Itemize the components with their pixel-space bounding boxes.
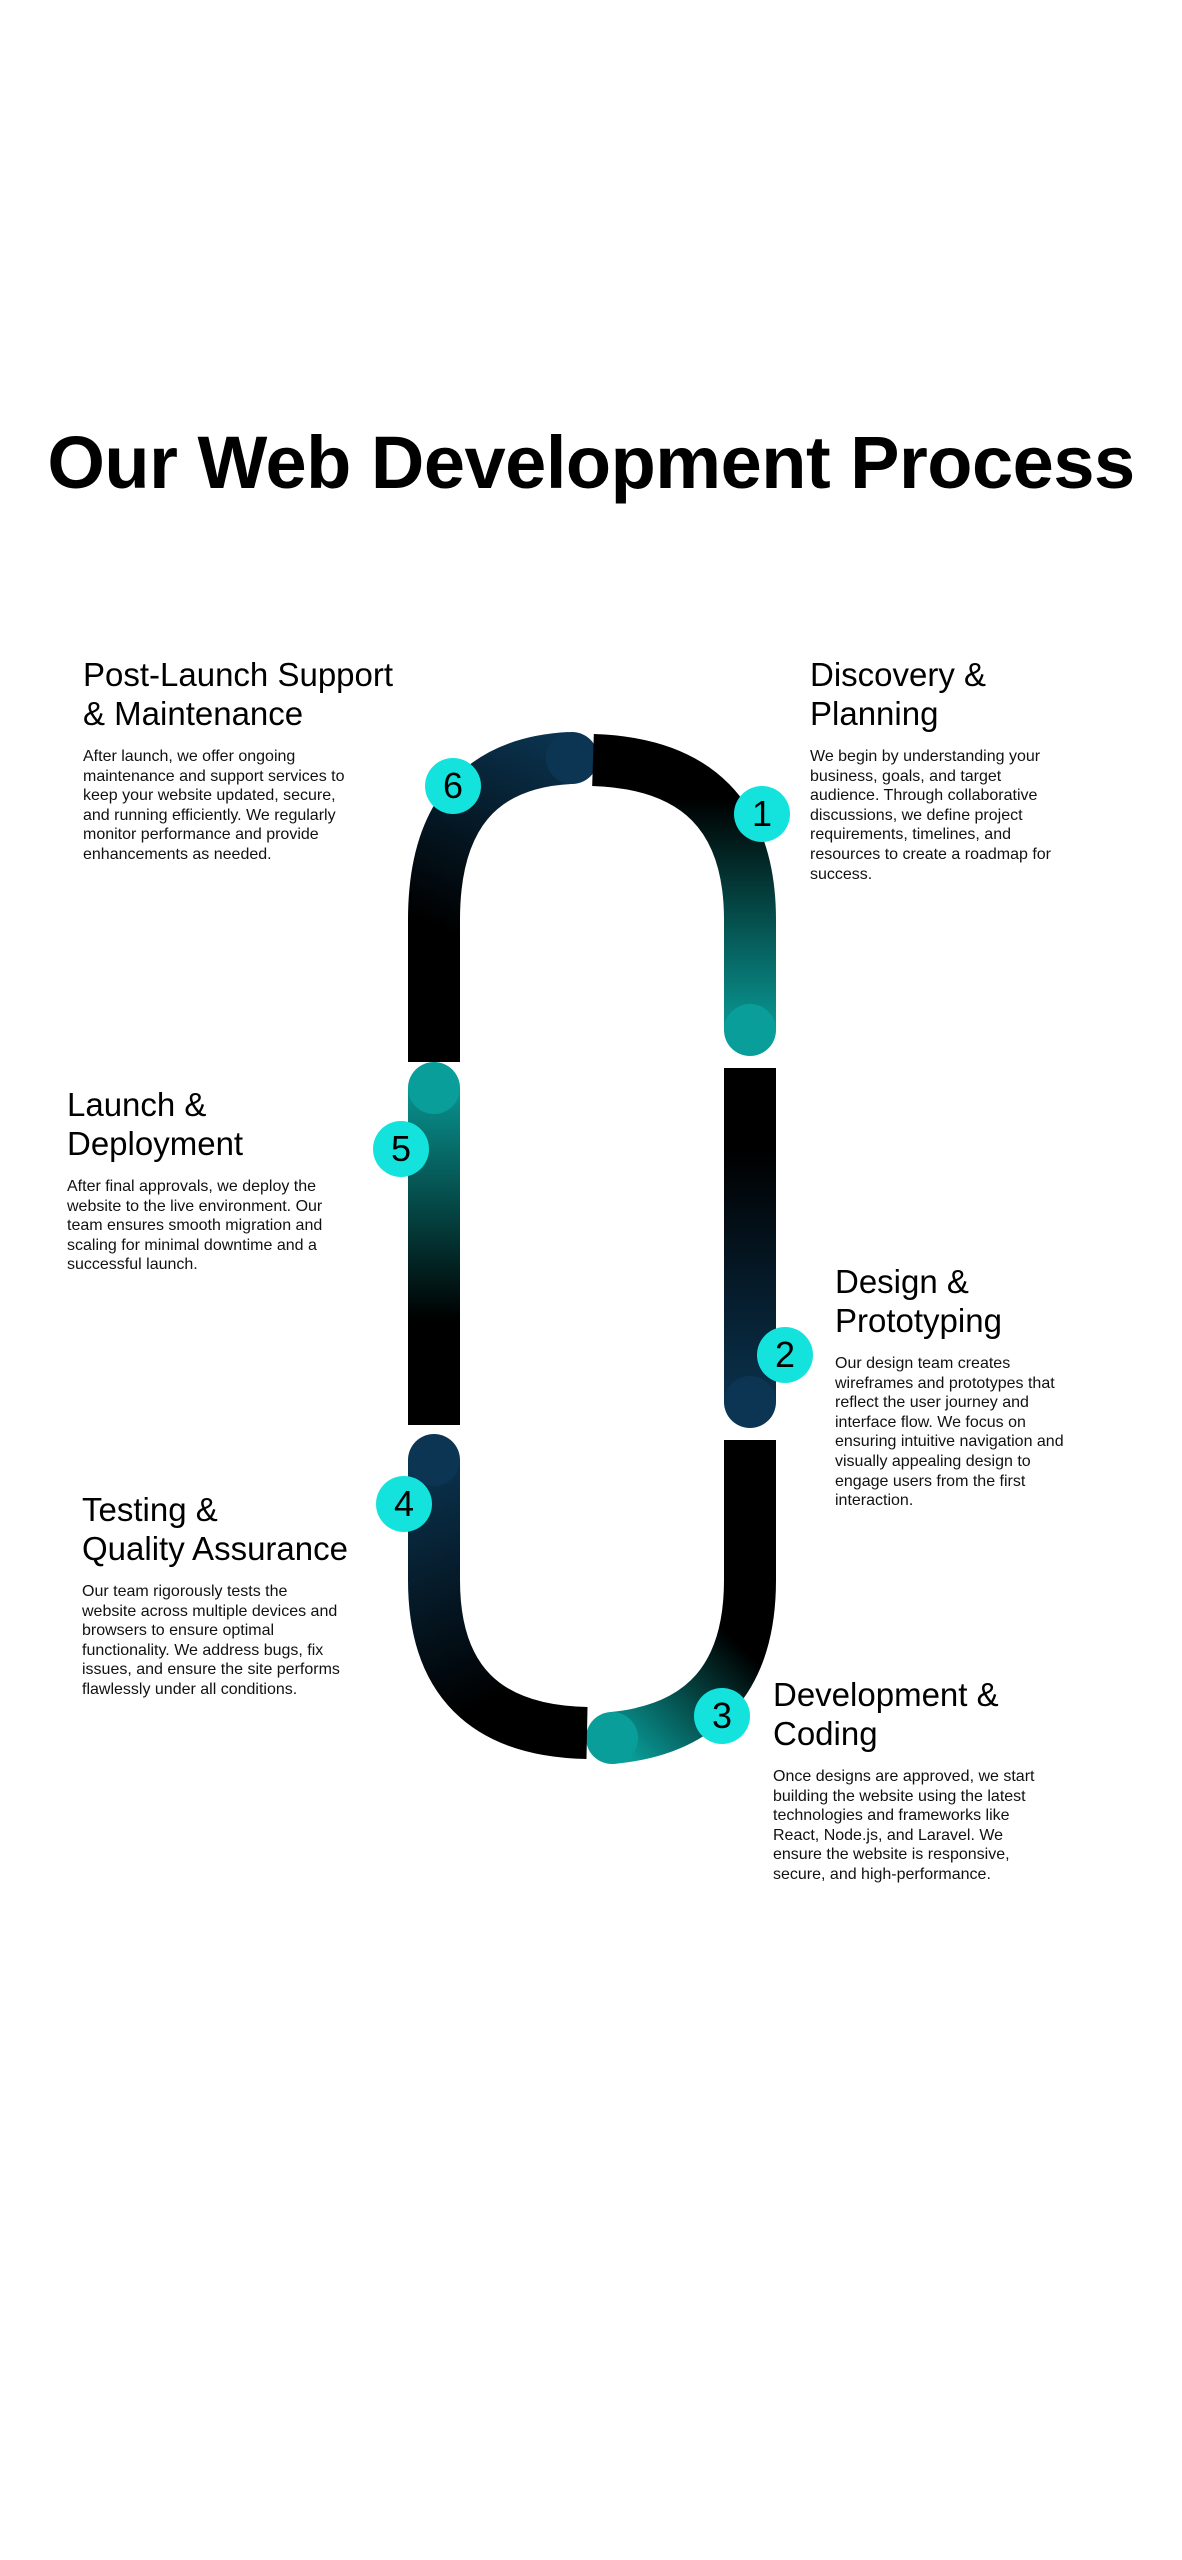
step-design: Design & Prototyping Our design team cre… (835, 1262, 1064, 1511)
track-segment-3-cap (586, 1712, 638, 1764)
step-badge-5: 5 (373, 1121, 429, 1177)
track-segment-6-cap (546, 732, 598, 784)
step-description: Our team rigorously tests the website ac… (82, 1583, 340, 1698)
step-title: Launch & Deployment (67, 1086, 244, 1162)
step-title: Post-Launch Support & Maintenance (83, 656, 394, 732)
step-badge-2: 2 (757, 1327, 813, 1383)
step-launch: Launch & Deployment After final approval… (67, 1085, 322, 1275)
track-segment-4-cap (408, 1434, 460, 1486)
track-segment-1 (591, 734, 776, 1030)
step-discovery: Discovery & Planning We begin by underst… (810, 655, 1051, 884)
step-post-launch: Post-Launch Support & Maintenance After … (83, 655, 393, 865)
step-badge-4: 4 (376, 1476, 432, 1532)
page-title: Our Web Development Process (47, 421, 1135, 504)
step-title: Testing & Quality Assurance (82, 1491, 348, 1567)
step-title: Development & Coding (773, 1676, 999, 1752)
step-testing: Testing & Quality Assurance Our team rig… (82, 1490, 348, 1700)
step-description: Once designs are approved, we start buil… (773, 1768, 1035, 1883)
track-segment-4 (408, 1460, 588, 1759)
step-badge-1: 1 (734, 786, 790, 842)
step-description: After launch, we offer ongoing maintenan… (83, 748, 345, 863)
track-segment-1-cap (724, 1004, 776, 1056)
step-description: After final approvals, we deploy the web… (67, 1178, 323, 1274)
step-description: Our design team creates wireframes and p… (835, 1355, 1064, 1510)
step-title: Design & Prototyping (835, 1263, 1002, 1339)
track-segment-3 (609, 1440, 776, 1764)
step-badge-3: 3 (694, 1688, 750, 1744)
step-development: Development & Coding Once designs are ap… (773, 1675, 1034, 1885)
step-description: We begin by understanding your business,… (810, 748, 1052, 883)
track-segment-5-cap (408, 1062, 460, 1114)
step-badge-6: 6 (425, 758, 481, 814)
step-title: Discovery & Planning (810, 656, 987, 732)
track-segment-2-cap (724, 1376, 776, 1428)
